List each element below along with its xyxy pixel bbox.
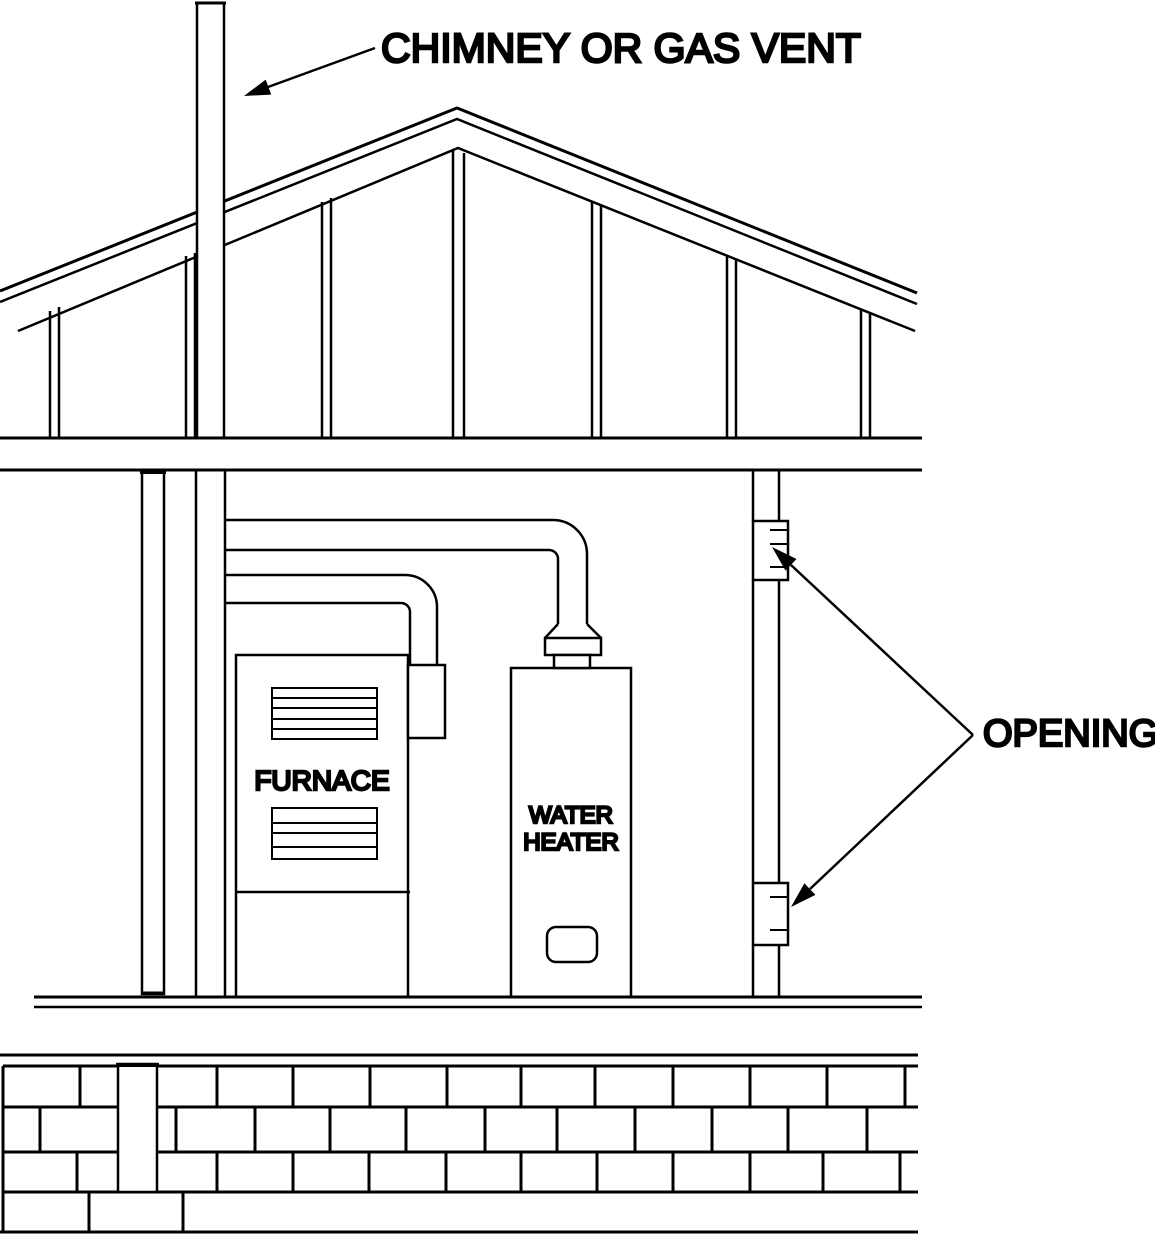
annotation-arrows: [244, 46, 974, 907]
lower-opening: [751, 881, 790, 947]
furnace-vent-connector: [225, 573, 439, 665]
chimney-arrowhead-icon: [244, 79, 272, 96]
left-wall-section: [140, 468, 166, 996]
furnace-flue-collar: [406, 663, 447, 740]
furnace-lower-grille: [271, 807, 378, 860]
foundation-wall: [0, 1053, 918, 1234]
water-heater-vent-connector: [225, 518, 589, 624]
upper-opening: [751, 519, 790, 582]
water-heater-label-line2: HEATER: [523, 829, 619, 856]
lower-opening-louvers: [770, 896, 788, 931]
roof-structure: [0, 106, 918, 438]
opening-arrow-upper: [772, 547, 974, 736]
furnace-upper-grille: [271, 687, 378, 740]
chimney-pier: [116, 1062, 159, 1194]
furnace: FURNACE: [234, 653, 447, 999]
water-heater: WATER HEATER: [509, 623, 633, 999]
upper-opening-arrowhead-icon: [772, 547, 797, 571]
water-heater-tank: [509, 666, 633, 999]
burner-access-door: [545, 925, 599, 964]
opening-arrow-lower: [791, 734, 974, 907]
furnace-body: [234, 653, 410, 999]
furnace-label: FURNACE: [254, 765, 389, 796]
chimney-label: CHIMNEY OR GAS VENT: [381, 25, 861, 71]
right-wall-section: [751, 470, 781, 997]
attic-studs: [48, 198, 872, 438]
chimney-stack: [195, 1, 226, 438]
attic-floor-band: [0, 436, 922, 472]
opening-label: OPENING: [983, 713, 1155, 755]
water-heater-label-line1: WATER: [529, 802, 613, 829]
floor-lines: [34, 995, 922, 1009]
ridge-post: [451, 151, 466, 438]
lower-opening-arrowhead-icon: [791, 883, 816, 907]
chimney-room-section: [194, 470, 227, 997]
draft-hood: [543, 623, 603, 670]
chimney-arrow: [244, 46, 376, 96]
